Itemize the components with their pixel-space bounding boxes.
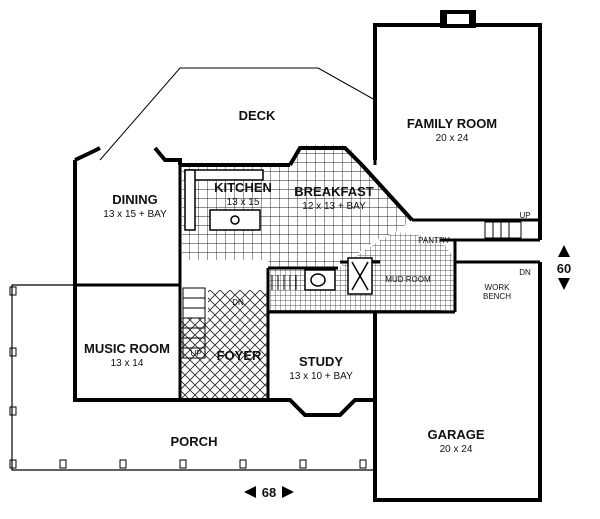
music-room-label: MUSIC ROOM [84,341,170,356]
main-stairs [182,287,206,359]
stair-up-main: UP [190,349,201,358]
closet-hatch [271,275,297,290]
kitchen-size: 13 x 15 [227,197,260,208]
study-label: STUDY [299,354,343,369]
stair-dn-rear: DN [519,268,531,277]
mud-room-fixtures [304,257,373,295]
dining-label: DINING [112,192,158,207]
width-arrow-right-icon [282,486,294,498]
study-size: 13 x 10 + BAY [289,371,353,382]
depth-dimension: 60 [557,261,571,276]
family-room-label: FAMILY ROOM [407,116,497,131]
interior-walls [75,150,540,400]
stair-up-rear: UP [519,211,530,220]
breakfast-label: BREAKFAST [294,184,374,199]
porch-outline [11,284,375,471]
work-bench-label-2: BENCH [483,292,511,301]
foyer-tile [180,318,268,400]
family-room-size: 20 x 24 [436,133,469,144]
foyer-tile-upper [208,290,268,320]
width-dimension: 68 [262,485,276,500]
exterior-walls [73,23,542,502]
porch-label: PORCH [171,434,218,449]
depth-arrow-up-icon [558,245,570,257]
deck-edge [317,67,376,101]
dining-size: 13 x 15 + BAY [103,209,167,220]
rear-stairs [484,221,522,239]
deck-label: DECK [239,108,276,123]
music-room-size: 13 x 14 [111,358,144,369]
breakfast-size: 12 x 13 + BAY [302,201,366,212]
depth-arrow-down-icon [558,278,570,290]
mud-room-label: MUD ROOM [385,275,431,284]
stair-dn-main: DN [232,298,244,307]
garage-size: 20 x 24 [440,444,473,455]
porch-posts [9,286,367,469]
garage-label: GARAGE [427,427,484,442]
chimney-flue [447,14,469,24]
work-bench-label-1: WORK [485,283,511,292]
width-arrow-left-icon [244,486,256,498]
foyer-label: FOYER [217,348,262,363]
kitchen-counters [184,169,264,231]
kitchen-label: KITCHEN [214,180,272,195]
pantry-label: PANTRY [418,236,450,245]
